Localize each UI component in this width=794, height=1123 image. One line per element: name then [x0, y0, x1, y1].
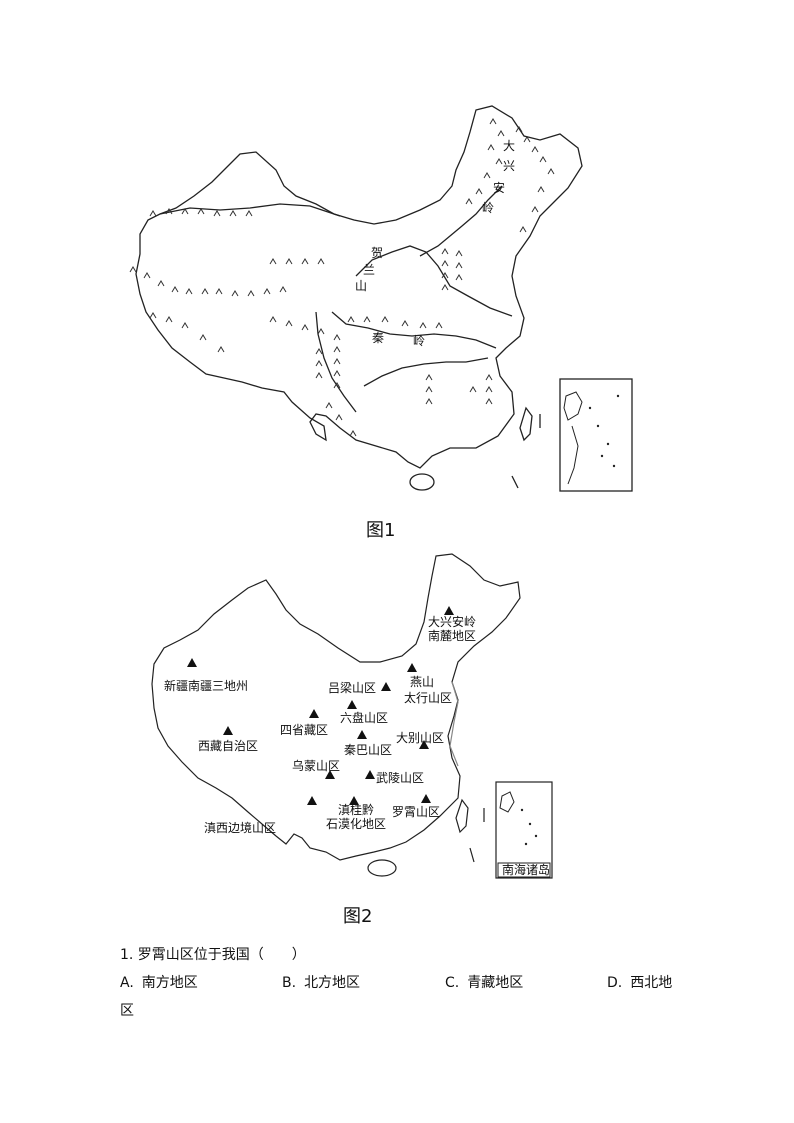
label-lvliang: 吕梁山区 — [328, 680, 376, 695]
inner-boundary — [419, 185, 503, 257]
option-b-letter: B. — [282, 975, 297, 991]
taiwan-island — [455, 798, 469, 834]
figure-1-caption: 图1 — [366, 520, 396, 541]
option-b[interactable]: B. 北方地区 — [282, 972, 360, 992]
label-dianxi: 滇西边境山区 — [204, 820, 276, 835]
inner-boundary — [315, 311, 357, 413]
label-xizang: 西藏自治区 — [198, 739, 258, 753]
label-wumeng: 乌蒙山区 — [292, 758, 340, 773]
option-d-text: 西北地 — [630, 975, 673, 991]
label-helanshan-3: 山 — [355, 279, 367, 293]
option-b-text: 北方地区 — [304, 975, 361, 991]
label-taihang: 太行山区 — [404, 690, 452, 705]
label-sisheng: 四省藏区 — [280, 723, 328, 737]
taiwan-island — [519, 406, 533, 442]
inner-boundary — [331, 311, 497, 349]
inner-boundary — [355, 245, 513, 317]
label-xinjiang: 新疆南疆三地州 — [164, 678, 248, 693]
option-c[interactable]: C. 青藏地区 — [445, 972, 523, 992]
south-china-sea-inset: 南海诸岛 — [495, 781, 553, 879]
label-daxinganling-4: 岭 — [482, 201, 494, 215]
region-markers — [187, 606, 454, 805]
option-a-text: 南方地区 — [141, 975, 198, 991]
label-qinling-1: 秦 — [372, 331, 384, 345]
label-dabie: 大别山区 — [396, 731, 444, 745]
label-nanlu: 南麓地区 — [428, 628, 476, 643]
label-daxinganling-3: 安 — [493, 180, 505, 195]
country-outline — [151, 553, 521, 861]
label-daxinganling-2: 兴 — [503, 159, 515, 173]
region-map-figure-2: 南海诸岛 大兴安岭 南麓地区 新疆南疆三地州 吕梁山区 燕山 太行山区 四省藏区… — [151, 553, 553, 879]
label-yanshan: 燕山 — [410, 675, 434, 689]
coastline-gray — [449, 681, 459, 767]
label-qinba: 秦巴山区 — [344, 743, 392, 757]
label-qinling-2: 岭 — [413, 334, 425, 348]
hainan-island — [367, 859, 397, 877]
south-china-sea-inset — [559, 378, 633, 492]
inner-boundary — [363, 357, 489, 387]
label-liupan: 六盘山区 — [340, 710, 388, 725]
option-d-wrap: 区 — [120, 1003, 134, 1019]
figure-2-caption: 图2 — [343, 906, 373, 927]
option-c-letter: C. — [445, 975, 460, 991]
mountain-symbols — [129, 118, 555, 437]
label-daxinganling: 大兴安岭 — [428, 614, 476, 629]
label-shimohua: 石漠化地区 — [326, 817, 386, 831]
inset-label: 南海诸岛 — [502, 862, 550, 877]
label-helanshan-1: 贺 — [371, 246, 383, 260]
label-luoxiao: 罗霄山区 — [392, 805, 440, 819]
label-dianguiqian: 滇桂黔 — [338, 802, 374, 817]
island-dash — [469, 847, 475, 863]
country-outline — [135, 105, 583, 469]
option-c-text: 青藏地区 — [467, 975, 524, 991]
option-a-letter: A. — [120, 975, 134, 991]
hainan-island — [409, 473, 435, 491]
island-dash — [511, 475, 519, 489]
inner-boundary — [159, 203, 341, 217]
question-stem: 1. 罗霄山区位于我国（ ） — [120, 947, 306, 963]
label-helanshan-2: 兰 — [363, 263, 375, 277]
terrain-map-figure-1: 大 兴 安 岭 贺 兰 山 秦 岭 — [129, 105, 633, 492]
label-daxinganling-1: 大 — [503, 139, 515, 153]
label-wuling: 武陵山区 — [376, 771, 424, 785]
option-a[interactable]: A. 南方地区 — [120, 972, 198, 992]
option-d-letter: D. — [607, 975, 623, 991]
option-d[interactable]: D. 西北地 — [607, 972, 672, 992]
